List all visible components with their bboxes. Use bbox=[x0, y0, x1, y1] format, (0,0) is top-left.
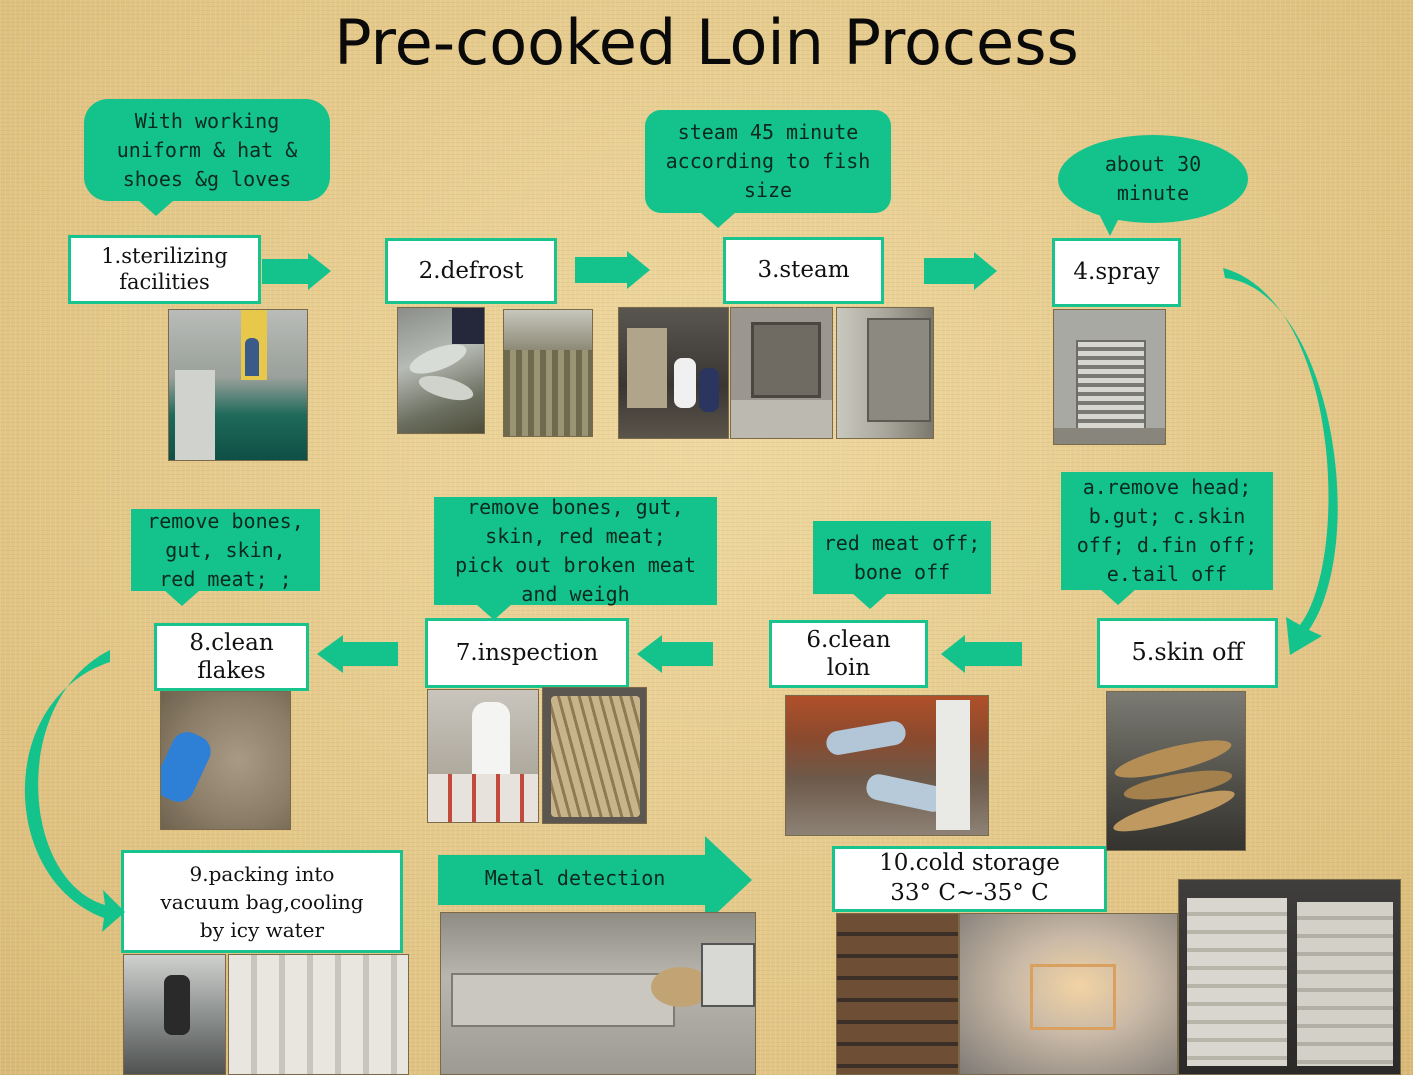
arrow-curve-left bbox=[24, 650, 125, 932]
inspection-loins-tray-photo bbox=[542, 687, 647, 824]
steam-oven-loading-photo bbox=[618, 307, 729, 439]
note-clean-flakes-tail bbox=[164, 590, 200, 606]
step-steam: 3.steam bbox=[723, 237, 884, 304]
step-clean-loin: 6.clean loin bbox=[769, 620, 928, 688]
arrow-right-1 bbox=[262, 253, 331, 290]
arrow-left-6-7 bbox=[637, 635, 713, 673]
note-skin-off-tail bbox=[1100, 589, 1136, 605]
clean-loin-hands-photo bbox=[785, 695, 989, 836]
metal-detection-label: Metal detection bbox=[484, 866, 666, 890]
cold-storage-tunnel-photo bbox=[959, 913, 1178, 1075]
arrow-right-2 bbox=[575, 251, 650, 289]
note-spray-time: about 30 minute bbox=[1058, 135, 1248, 223]
steam-oven-door-photo bbox=[730, 307, 833, 439]
note-skin-off: a.remove head; b.gut; c.skin off; d.fin … bbox=[1061, 472, 1273, 590]
skin-off-fish-photo bbox=[1106, 691, 1246, 851]
packing-line-photo bbox=[123, 954, 226, 1075]
note-uniform: With working uniform & hat & shoes &g lo… bbox=[84, 99, 330, 201]
defrost-fish-photo bbox=[397, 307, 485, 434]
arrow-right-3 bbox=[924, 252, 997, 290]
cold-storage-pallets-photo bbox=[1178, 879, 1401, 1075]
arrow-left-5-6 bbox=[941, 635, 1022, 673]
step-inspection: 7.inspection bbox=[425, 618, 629, 688]
metal-detection-arrow bbox=[438, 836, 752, 924]
steam-oven-side-photo bbox=[836, 307, 934, 439]
note-steam-time: steam 45 minute according to fish size bbox=[645, 110, 891, 213]
note-spray-tail bbox=[1098, 212, 1122, 236]
note-inspection-tail bbox=[476, 604, 512, 620]
step-packing: 9.packing into vacuum bag,cooling by icy… bbox=[121, 850, 403, 953]
defrost-racks-photo bbox=[503, 309, 593, 437]
diagram-title: Pre-cooked Loin Process bbox=[334, 6, 1079, 79]
note-steam-tail bbox=[700, 212, 736, 228]
step-skin-off: 5.skin off bbox=[1097, 618, 1278, 688]
note-clean-loin-tail bbox=[852, 593, 888, 609]
metal-detector-photo bbox=[440, 912, 756, 1075]
vacuum-bags-photo bbox=[228, 954, 409, 1075]
inspection-workers-photo bbox=[427, 689, 539, 823]
step-sterilizing: 1.sterilizing facilities bbox=[68, 235, 261, 304]
note-uniform-tail bbox=[138, 200, 174, 216]
note-clean-flakes: remove bones, gut, skin, red meat; ; bbox=[131, 509, 320, 591]
cold-storage-boxes-photo bbox=[836, 913, 959, 1075]
arrow-left-7-8 bbox=[317, 635, 398, 673]
note-inspection: remove bones, gut, skin, red meat; pick … bbox=[434, 495, 717, 606]
step-clean-flakes: 8.clean flakes bbox=[154, 623, 309, 691]
spray-rack-photo bbox=[1053, 309, 1166, 445]
arrow-curve-right bbox=[1223, 268, 1338, 655]
sterilizing-room-photo bbox=[168, 309, 308, 461]
step-spray: 4.spray bbox=[1052, 238, 1181, 307]
step-defrost: 2.defrost bbox=[385, 238, 557, 304]
note-clean-loin: red meat off; bone off bbox=[813, 521, 991, 594]
clean-flakes-glove-photo bbox=[160, 691, 291, 830]
step-cold-storage: 10.cold storage 33° C~-35° C bbox=[832, 846, 1107, 912]
